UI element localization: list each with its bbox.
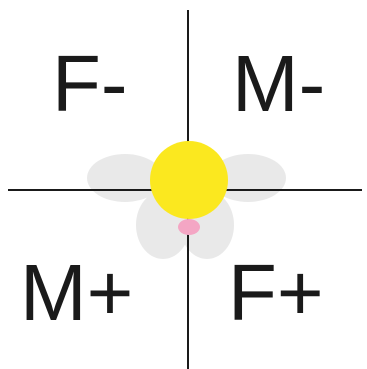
quadrant-label-bottom-left: M+ [20, 248, 133, 337]
quadrant-label-top-right: M- [232, 39, 325, 128]
head-circle [150, 141, 228, 219]
quadrant-label-top-left: F- [52, 39, 128, 128]
quadrant-label-bottom-right: F+ [228, 248, 324, 337]
mouth-dot [178, 219, 200, 235]
